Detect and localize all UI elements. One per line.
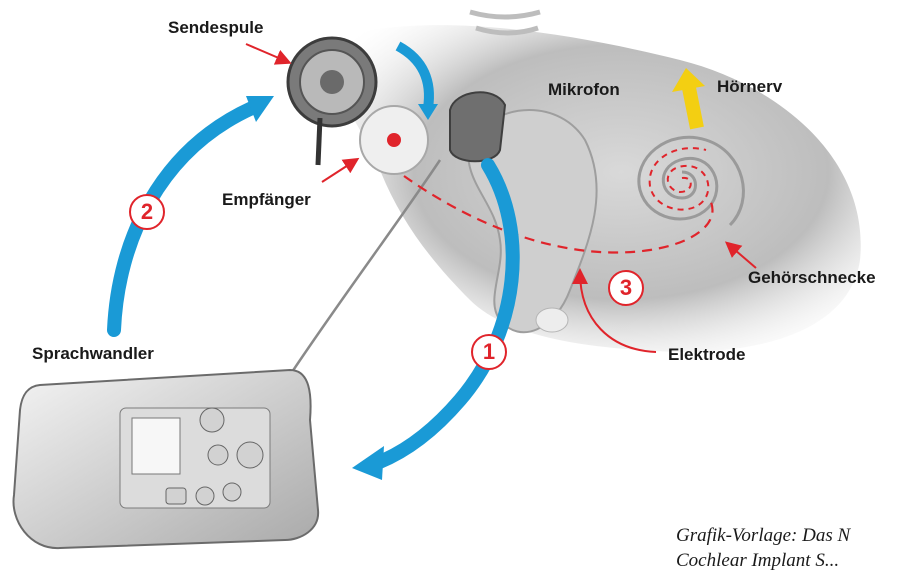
credit-line-2: Cochlear Implant S... bbox=[676, 550, 839, 572]
label-sendespule: Sendespule bbox=[168, 18, 263, 38]
label-elektrode: Elektrode bbox=[668, 345, 745, 365]
credit-line-1: Grafik-Vorlage: Das N bbox=[676, 525, 850, 547]
processor-cable bbox=[290, 160, 440, 375]
label-mikrofon: Mikrofon bbox=[548, 80, 620, 100]
pointer-empfaenger bbox=[322, 160, 356, 182]
pointer-sendespule bbox=[246, 44, 288, 62]
label-gehoerschnecke: Gehörschnecke bbox=[748, 268, 876, 288]
microphone-unit bbox=[450, 92, 505, 161]
label-empfaenger: Empfänger bbox=[222, 190, 311, 210]
label-sprachwandler: Sprachwandler bbox=[32, 344, 154, 364]
step-marker-1: 1 bbox=[471, 334, 507, 370]
step-marker-3: 3 bbox=[608, 270, 644, 306]
earlobe-dot bbox=[536, 308, 568, 332]
speech-processor-device bbox=[13, 370, 318, 548]
arrow-step-1-head bbox=[352, 446, 384, 480]
receiver-icon bbox=[360, 106, 428, 174]
label-hoernerv: Hörnerv bbox=[717, 77, 782, 97]
step-marker-2: 2 bbox=[129, 194, 165, 230]
